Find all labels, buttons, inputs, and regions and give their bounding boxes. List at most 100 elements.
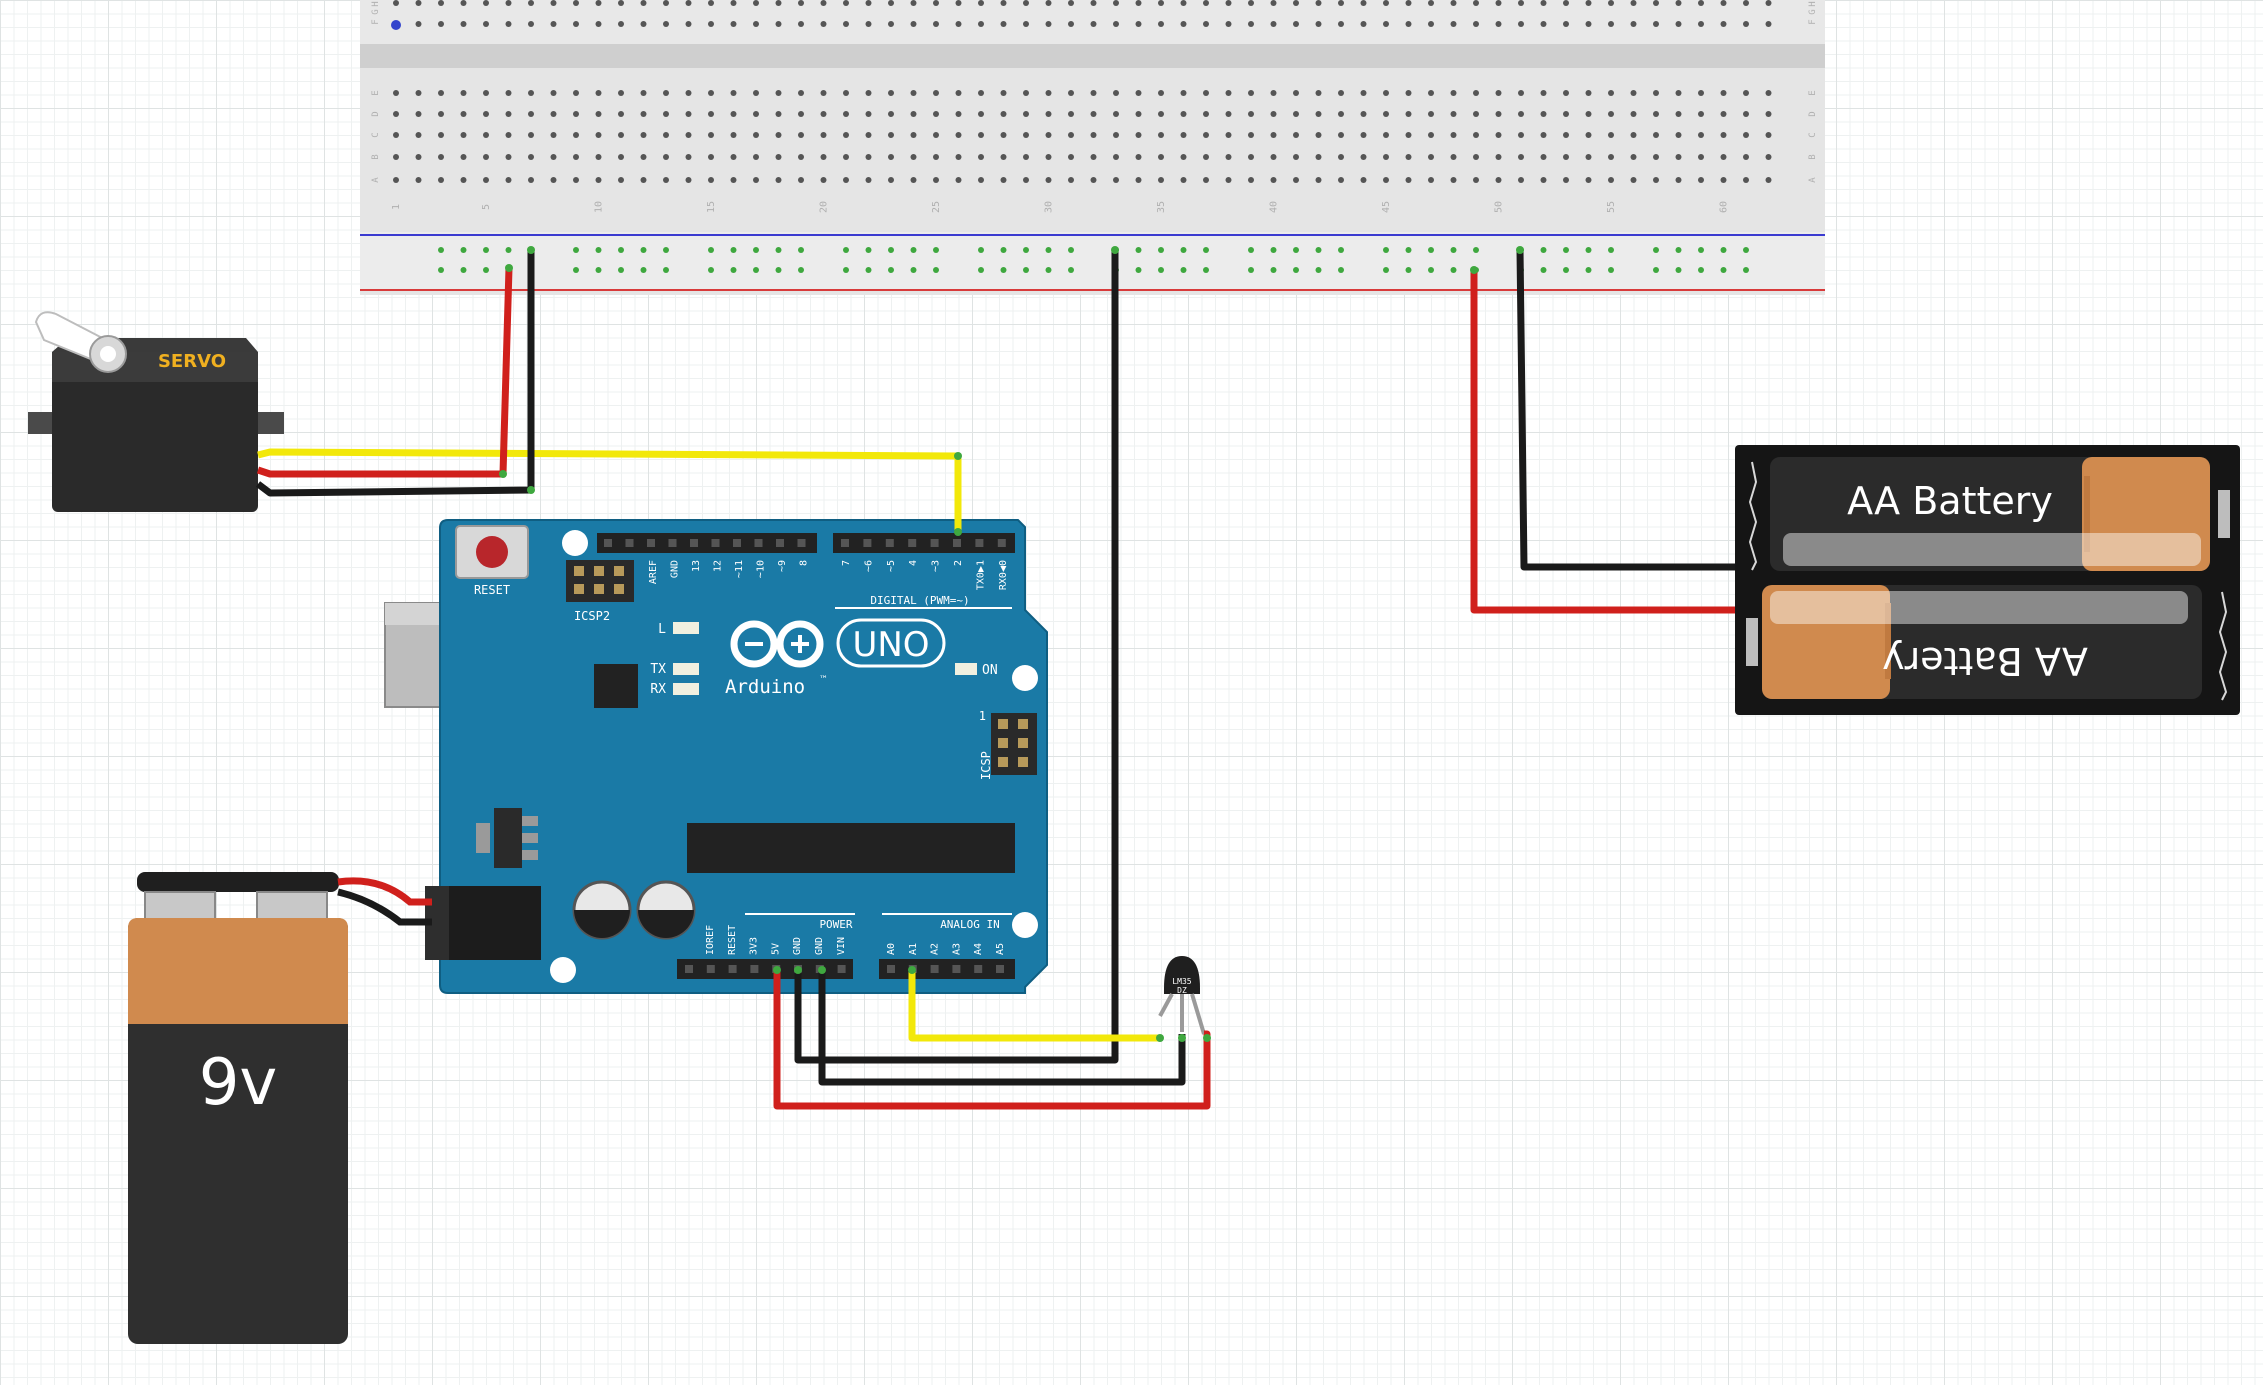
breadboard-hole: [1698, 132, 1704, 138]
pin-label: IOREF: [705, 925, 716, 955]
header-hole[interactable]: [754, 539, 763, 547]
breadboard-hole: [663, 0, 669, 6]
wire-breadboard-ground[interactable]: [794, 250, 1119, 1064]
breadboard-hole: [1698, 21, 1704, 27]
breadboard-hole: [730, 0, 737, 6]
breadboard-hole: [1405, 21, 1412, 27]
breadboard-hole: [505, 177, 512, 183]
wire-sensor-signal[interactable]: [908, 970, 1160, 1042]
header-hole[interactable]: [996, 965, 1004, 973]
breadboard-hole: [1045, 90, 1052, 96]
rail-hole: [1045, 247, 1052, 253]
breadboard-hole: [753, 132, 759, 138]
header-hole[interactable]: [690, 539, 698, 547]
breadboard-hole: [1068, 21, 1074, 27]
header-hole[interactable]: [887, 965, 895, 973]
wire-sensor-power[interactable]: [773, 970, 1211, 1110]
rail-hole: [978, 267, 984, 273]
wire-servo-power[interactable]: [256, 267, 513, 478]
wire-9v-negative[interactable]: [337, 888, 432, 926]
breadboard-hole: [528, 21, 534, 27]
header-hole[interactable]: [711, 539, 720, 547]
wire-servo-signal[interactable]: [257, 448, 962, 532]
rail-hole: [1653, 267, 1659, 273]
breadboard-hole: [573, 90, 579, 96]
rail-hole: [1653, 247, 1659, 253]
header-hole[interactable]: [975, 539, 984, 547]
led-on-label: ON: [982, 663, 998, 678]
header-hole[interactable]: [841, 539, 849, 547]
pin-label: GND: [792, 937, 803, 955]
breadboard-hole: [1383, 111, 1389, 117]
header-hole[interactable]: [997, 539, 1006, 547]
header-hole[interactable]: [625, 539, 634, 547]
breadboard-hole: [1225, 0, 1232, 6]
header-hole[interactable]: [974, 965, 983, 973]
rail-hole: [438, 247, 444, 253]
header-hole[interactable]: [728, 965, 737, 973]
header-hole[interactable]: [953, 539, 961, 547]
breadboard-hole: [1338, 111, 1344, 117]
led-tx: [673, 663, 699, 675]
header-hole[interactable]: [733, 539, 741, 547]
pin-label: VIN: [836, 937, 847, 955]
header-hole[interactable]: [706, 965, 715, 973]
breadboard-hole: [820, 90, 827, 96]
breadboard-hole: [1428, 111, 1434, 117]
header-hole[interactable]: [797, 539, 806, 547]
header-hole[interactable]: [930, 965, 939, 973]
breadboard-hole: [798, 90, 804, 96]
breadboard-hole: [1405, 111, 1412, 117]
breadboard-hole: [1248, 177, 1254, 183]
breadboard-hole: [1450, 132, 1457, 138]
arduino-logo: UNO Arduino ™: [725, 618, 946, 698]
rail-hole: [1450, 267, 1457, 273]
header-hole[interactable]: [776, 539, 784, 547]
header-hole[interactable]: [750, 965, 759, 973]
header-hole[interactable]: [647, 539, 655, 547]
header-hole[interactable]: [604, 539, 612, 547]
breadboard-hole: [1765, 21, 1772, 27]
breadboard-hole: [1315, 0, 1322, 6]
header-hole[interactable]: [885, 539, 894, 547]
breadboard-hole: [1495, 90, 1502, 96]
breadboard-hole: [1068, 154, 1074, 160]
rail-hole: [1563, 267, 1569, 273]
breadboard-hole: [1743, 154, 1749, 160]
breadboard-hole: [618, 90, 624, 96]
breadboard-hole: [1113, 177, 1119, 183]
breadboard-hole: [775, 111, 782, 117]
breadboard-hole: [798, 0, 804, 6]
breadboard-hole: [1675, 132, 1682, 138]
breadboard-hole: [415, 0, 422, 6]
header-hole[interactable]: [837, 965, 846, 973]
breadboard-hole: [393, 90, 399, 96]
breadboard-hole: [1765, 177, 1772, 183]
pin-label: 4: [908, 560, 919, 566]
wire-sensor-ground[interactable]: [818, 970, 1186, 1086]
header-hole[interactable]: [685, 965, 693, 973]
digital-section-label: DIGITAL (PWM=~): [870, 594, 969, 607]
wire-aa-positive[interactable]: [1470, 270, 1735, 614]
rail-hole: [1000, 267, 1007, 273]
breadboard-hole: [663, 111, 669, 117]
header-hole[interactable]: [863, 539, 872, 547]
breadboard-hole: [978, 21, 984, 27]
wire-9v-positive[interactable]: [337, 877, 432, 906]
led-l-label: L: [658, 622, 666, 637]
wire-aa-negative[interactable]: [1516, 249, 1735, 571]
breadboard-hole: [865, 21, 872, 27]
breadboard-hole: [1450, 90, 1457, 96]
breadboard-hole: [753, 177, 759, 183]
breadboard-hole: [438, 90, 444, 96]
breadboard-hole: [460, 111, 467, 117]
header-hole[interactable]: [668, 539, 677, 547]
header-hole[interactable]: [952, 965, 961, 973]
header-hole[interactable]: [930, 539, 939, 547]
breadboard-hole: [753, 21, 759, 27]
reset-button-cap[interactable]: [476, 536, 508, 568]
breadboard-hole: [708, 90, 714, 96]
breadboard-hole: [618, 132, 624, 138]
header-hole[interactable]: [908, 539, 917, 547]
wire-servo-ground[interactable]: [255, 250, 535, 497]
